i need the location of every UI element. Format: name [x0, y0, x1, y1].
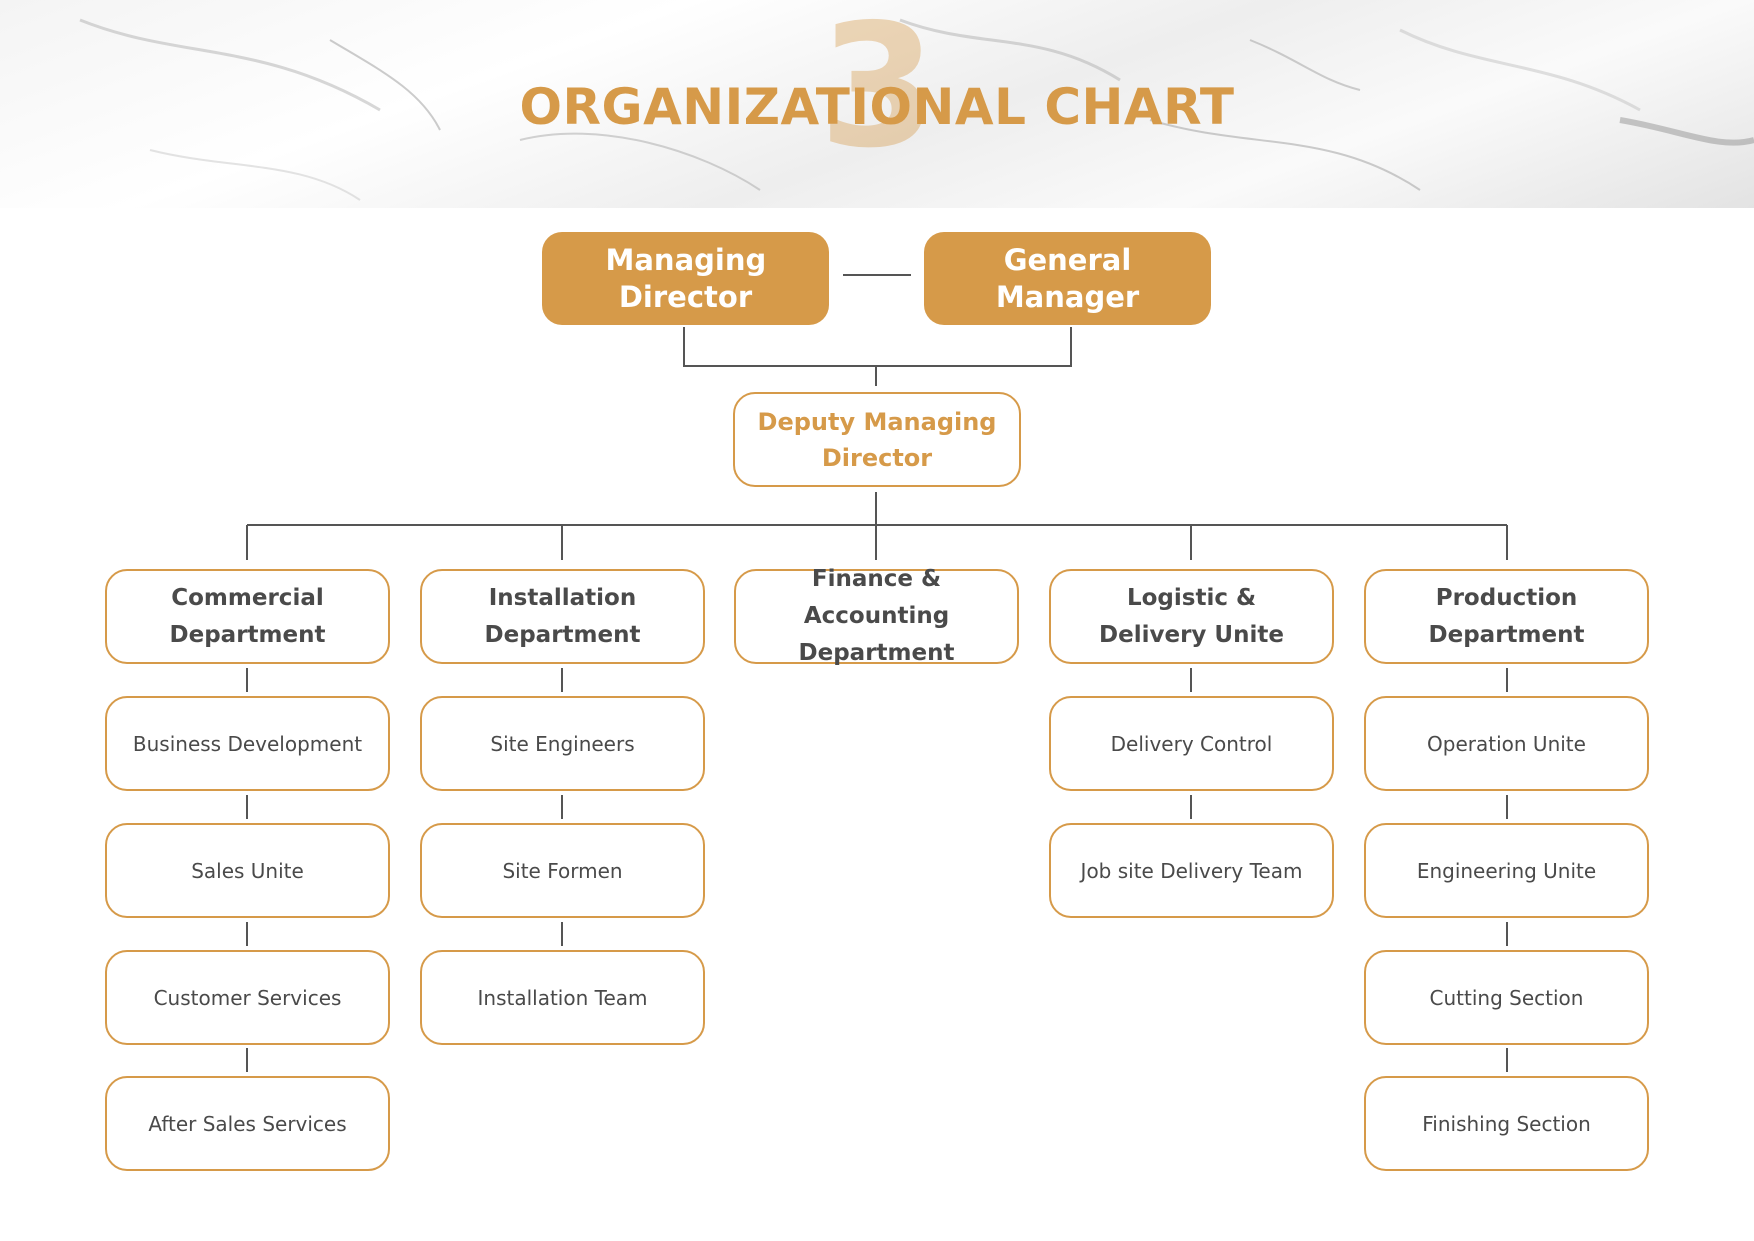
- department-finance-label: Finance & Accounting Department: [798, 566, 955, 666]
- marble-texture: [79, 18, 1754, 201]
- unit-box: Installation Team: [420, 950, 705, 1045]
- unit-label: Operation Unite: [1427, 731, 1586, 756]
- unit-box: Delivery Control: [1049, 696, 1334, 791]
- unit-box: Cutting Section: [1364, 950, 1649, 1045]
- chart-number-watermark: 3: [818, 0, 938, 186]
- chart-title: ORGANIZATIONAL CHART: [519, 78, 1235, 136]
- unit-label: Site Formen: [502, 858, 623, 883]
- department-production-label: Production Department: [1428, 584, 1585, 648]
- unit-label: Engineering Unite: [1416, 858, 1597, 883]
- unit-box: Business Development: [105, 696, 390, 791]
- unit-label: Job site Delivery Team: [1080, 858, 1303, 883]
- department-logistic-label: Logistic & Delivery Unite: [1099, 584, 1284, 648]
- department-production-box: Production Department: [1364, 569, 1649, 664]
- unit-label: Site Engineers: [490, 731, 635, 756]
- unit-label: Cutting Section: [1429, 985, 1584, 1010]
- unit-label: Customer Services: [153, 985, 342, 1010]
- department-installation-label: Installation Department: [484, 584, 641, 648]
- marble-header-banner: 3 ORGANIZATIONAL CHART: [0, 0, 1754, 208]
- unit-label: Finishing Section: [1422, 1111, 1591, 1136]
- department-commercial-box: Commercial Department: [105, 569, 390, 664]
- unit-box: Operation Unite: [1364, 696, 1649, 791]
- unit-box: Job site Delivery Team: [1049, 823, 1334, 918]
- managing-director-box: Managing Director: [542, 232, 829, 325]
- unit-label: Sales Unite: [191, 858, 304, 883]
- unit-box: Sales Unite: [105, 823, 390, 918]
- unit-label: Business Development: [132, 731, 363, 756]
- department-commercial-label: Commercial Department: [169, 584, 326, 648]
- unit-box: Customer Services: [105, 950, 390, 1045]
- department-installation-box: Installation Department: [420, 569, 705, 664]
- unit-label: Delivery Control: [1110, 731, 1273, 756]
- department-logistic-box: Logistic & Delivery Unite: [1049, 569, 1334, 664]
- unit-label: After Sales Services: [148, 1111, 347, 1136]
- unit-box: After Sales Services: [105, 1076, 390, 1171]
- unit-box: Site Formen: [420, 823, 705, 918]
- general-manager-box: General Manager: [924, 232, 1211, 325]
- managing-director-label: Managing Director: [605, 242, 767, 314]
- unit-label: Installation Team: [477, 985, 648, 1010]
- department-finance-box: Finance & Accounting Department: [734, 566, 1019, 666]
- general-manager-label: General Manager: [995, 242, 1140, 314]
- deputy-managing-director-label: Deputy Managing Director: [757, 407, 997, 472]
- unit-box: Site Engineers: [420, 696, 705, 791]
- connector-top-bracket: [683, 327, 1072, 367]
- unit-box: Finishing Section: [1364, 1076, 1649, 1171]
- unit-box: Engineering Unite: [1364, 823, 1649, 918]
- deputy-managing-director-box: Deputy Managing Director: [733, 392, 1021, 487]
